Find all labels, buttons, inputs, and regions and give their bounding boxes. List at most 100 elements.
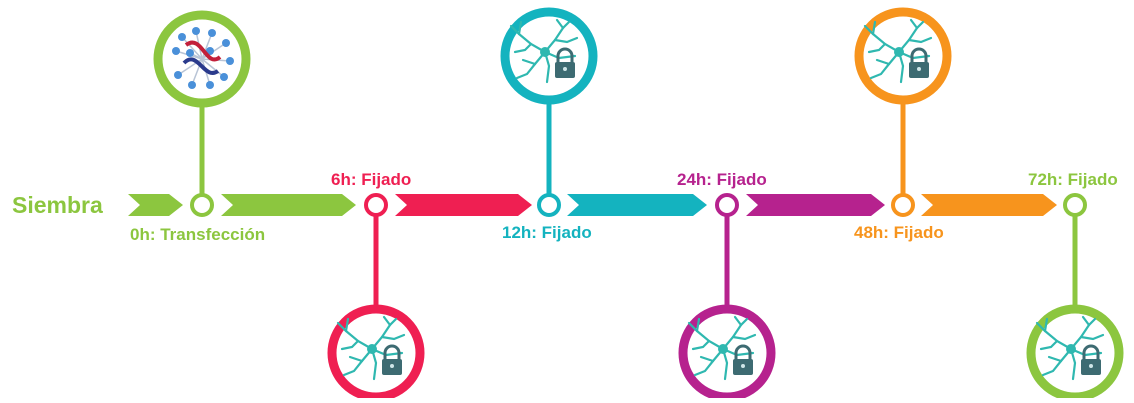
milestone-label-48h: 48h: Fijado (854, 223, 944, 242)
neuron-soma (1066, 344, 1076, 354)
dna-strand-blue (182, 57, 220, 75)
milestone-label-12h: 12h: Fijado (502, 223, 592, 242)
neuron-dendrite (1069, 317, 1097, 351)
neuron-dendrite (509, 24, 547, 54)
milestone-label-0h: 0h: Transfección (130, 225, 266, 244)
neuron-dendrite (555, 18, 565, 30)
milestone-icon-ring (327, 304, 425, 402)
timeline-arrow-5 (921, 194, 1057, 216)
neuron-lock-icon (1035, 315, 1105, 381)
neuron-lock-icon (509, 18, 579, 84)
lock-shackle (556, 47, 574, 62)
neuron-dendrite (1047, 355, 1063, 363)
neuron-lock-icon (336, 315, 406, 381)
milestone-3 (678, 193, 776, 402)
start-label: Siembra (12, 192, 103, 218)
lock-shackle (383, 344, 401, 359)
lock-keyhole (741, 364, 745, 368)
network-node (220, 73, 228, 81)
neuron-dendrite (370, 317, 398, 351)
milestone-1 (327, 193, 425, 402)
neuron-dendrite (897, 20, 925, 54)
milestone-node (715, 193, 739, 217)
neuron-dendrite (691, 339, 711, 351)
neuron-dendrite (699, 355, 715, 363)
milestone-2 (500, 7, 598, 217)
neuron-dendrite (909, 18, 919, 30)
network-node (222, 39, 230, 47)
milestone-label-24h: 24h: Fijado (677, 170, 767, 189)
milestone-node (891, 193, 915, 217)
milestone-icon-ring (854, 7, 952, 105)
neuron-dendrite (553, 36, 579, 44)
timeline-arrow-4 (746, 194, 885, 216)
neuron-dendrite (515, 50, 547, 80)
milestone-label-6h: 6h: Fijado (331, 170, 412, 189)
neuron-dendrite (721, 317, 749, 351)
timeline-arrow-2 (395, 194, 532, 216)
lock-keyhole (1089, 364, 1093, 368)
neuron-dendrite (1079, 333, 1105, 341)
timeline-arrow-3 (567, 194, 707, 216)
milestone-icon-ring (678, 304, 776, 402)
network-node (208, 29, 216, 37)
neuron-dendrite (907, 36, 933, 44)
milestone-node (1063, 193, 1087, 217)
neuron-dendrite (340, 339, 360, 351)
milestone-0 (153, 10, 251, 217)
milestone-label-72h: 72h: Fijado (1028, 170, 1118, 189)
neuron-dendrite (1043, 317, 1049, 333)
neuron-soma (718, 344, 728, 354)
network-node (206, 47, 214, 55)
milestone-5 (1026, 193, 1124, 402)
neuron-dendrite (1081, 315, 1091, 327)
neuron-dendrite (348, 355, 364, 363)
neuron-dendrite (1041, 347, 1073, 377)
neuron-dendrite (344, 317, 350, 333)
lock-shackle (1082, 344, 1100, 359)
network-node (174, 71, 182, 79)
neuron-lock-icon (687, 315, 757, 381)
milestone-icon-ring (500, 7, 598, 105)
network-node (206, 81, 214, 89)
neuron-dendrite (1035, 321, 1073, 351)
network-edge (201, 58, 225, 78)
plasmid-dna-icon (172, 27, 234, 89)
neuron-dendrite (863, 24, 901, 54)
neuron-soma (540, 47, 550, 57)
neuron-dendrite (875, 58, 891, 66)
milestone-node (537, 193, 561, 217)
neuron-dendrite (869, 50, 901, 80)
timeline-arrow-0 (128, 194, 183, 216)
neuron-dendrite (693, 347, 725, 377)
neuron-dendrite (382, 315, 392, 327)
network-node (192, 27, 200, 35)
neuron-dendrite (733, 315, 743, 327)
network-node (172, 47, 180, 55)
lock-keyhole (390, 364, 394, 368)
network-edge (181, 36, 203, 60)
network-edge (201, 32, 213, 60)
network-node (186, 49, 194, 57)
milestone-4 (854, 7, 952, 217)
lock-shackle (734, 344, 752, 359)
milestone-node (364, 193, 388, 217)
neuron-dendrite (513, 42, 533, 54)
neuron-dendrite (517, 20, 523, 36)
lock-keyhole (917, 67, 921, 71)
network-node (188, 81, 196, 89)
neuron-dendrite (687, 321, 725, 351)
dna-strand-red (184, 40, 222, 62)
neuron-dendrite (695, 317, 701, 333)
network-node (226, 57, 234, 65)
timeline-arrow-1 (221, 194, 356, 216)
neuron-dendrite (521, 58, 537, 66)
neuron-dendrite (731, 333, 757, 341)
neuron-soma (367, 344, 377, 354)
neuron-dendrite (543, 20, 571, 54)
neuron-dendrite (871, 20, 877, 36)
neuron-dendrite (1039, 339, 1059, 351)
neuron-lock-icon (863, 18, 933, 84)
